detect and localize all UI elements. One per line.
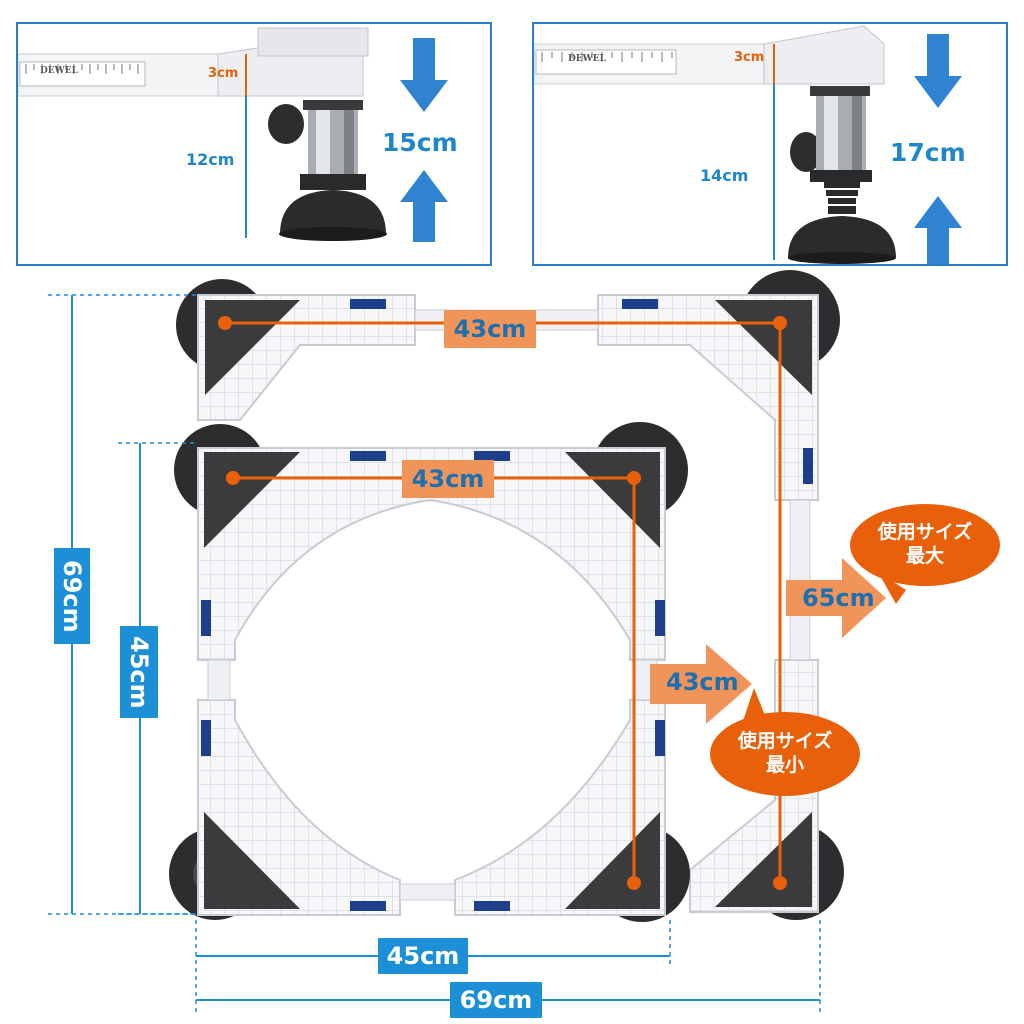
- large-expand-label: 65cm: [802, 584, 875, 612]
- small-outer-width-label: 45cm: [378, 938, 468, 974]
- large-outer-depth-label: 69cm: [54, 548, 90, 644]
- max-size-line2: 最大: [905, 545, 944, 567]
- foot-height-label: 12cm: [186, 150, 235, 169]
- arrow-down-icon: [914, 34, 962, 108]
- total-height-label: 15cm: [382, 128, 458, 157]
- small-expand-label: 43cm: [666, 668, 739, 696]
- arrow-up-icon: [914, 196, 962, 264]
- frame-height-label: 3cm: [734, 50, 765, 65]
- expand-arrow-large: [786, 558, 886, 638]
- foot-illustration-min: [18, 27, 448, 242]
- arrow-down-icon: [400, 38, 448, 112]
- ruler-brand: DEWEL: [40, 66, 78, 76]
- arrow-up-icon: [400, 170, 448, 242]
- frame-height-label: 3cm: [208, 66, 239, 81]
- height-panel-max: DEWEL 3cm 14cm 17cm: [532, 22, 1008, 266]
- inner-measure-lines: [218, 316, 787, 890]
- expand-arrow-small: [650, 644, 752, 724]
- height-panel-min: DEWEL 3cm 12cm 15cm: [16, 22, 492, 266]
- large-outer-width-label: 69cm: [450, 982, 542, 1018]
- small-frame: [197, 447, 666, 916]
- total-height-label: 17cm: [890, 138, 966, 167]
- max-size-bubble: 使用サイズ 最大: [850, 504, 1000, 586]
- min-size-bubble: 使用サイズ 最小: [710, 712, 860, 796]
- small-inner-width-label: 43cm: [402, 460, 494, 498]
- foot-height-label: 14cm: [700, 166, 749, 185]
- max-size-line1: 使用サイズ: [877, 521, 973, 544]
- min-size-line2: 最小: [765, 754, 804, 776]
- foot-illustration-max: [534, 25, 962, 264]
- large-inner-width-label: 43cm: [444, 310, 536, 348]
- min-size-line1: 使用サイズ: [737, 730, 833, 753]
- ruler-brand: DEWEL: [568, 54, 606, 64]
- small-outer-depth-label: 45cm: [120, 626, 158, 718]
